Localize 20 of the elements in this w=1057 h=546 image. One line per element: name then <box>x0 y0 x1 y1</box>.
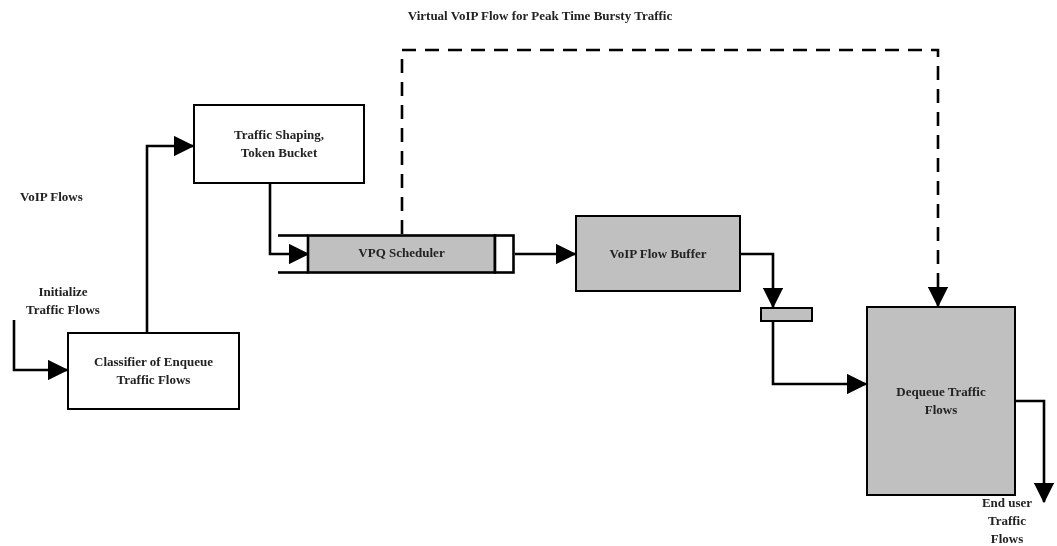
flow-label: VoIP Flows <box>20 188 84 206</box>
arrow <box>12 320 69 381</box>
process-box <box>67 332 240 410</box>
arrow <box>741 252 784 309</box>
node-label: Classifier of Enqueue Traffic Flows <box>93 353 214 389</box>
process-box <box>575 215 741 292</box>
node-label: VoIP Flow Buffer <box>609 244 707 263</box>
arrow <box>145 135 195 332</box>
node-label: Traffic Shaping, Token Bucket <box>232 126 326 162</box>
arrow <box>513 243 577 265</box>
node-label: VPQ Scheduler <box>357 245 446 261</box>
dashed-arrow <box>400 48 949 308</box>
arrow <box>771 322 868 395</box>
process-box <box>193 104 365 184</box>
node-label: Dequeue Traffic Flows <box>895 383 987 419</box>
arrow <box>1016 399 1055 504</box>
flow-label: End user Traffic Flows <box>980 494 1034 546</box>
process-box <box>866 306 1016 496</box>
flow-label: Initialize Traffic Flows <box>25 283 101 319</box>
buffer-bar <box>760 307 813 322</box>
